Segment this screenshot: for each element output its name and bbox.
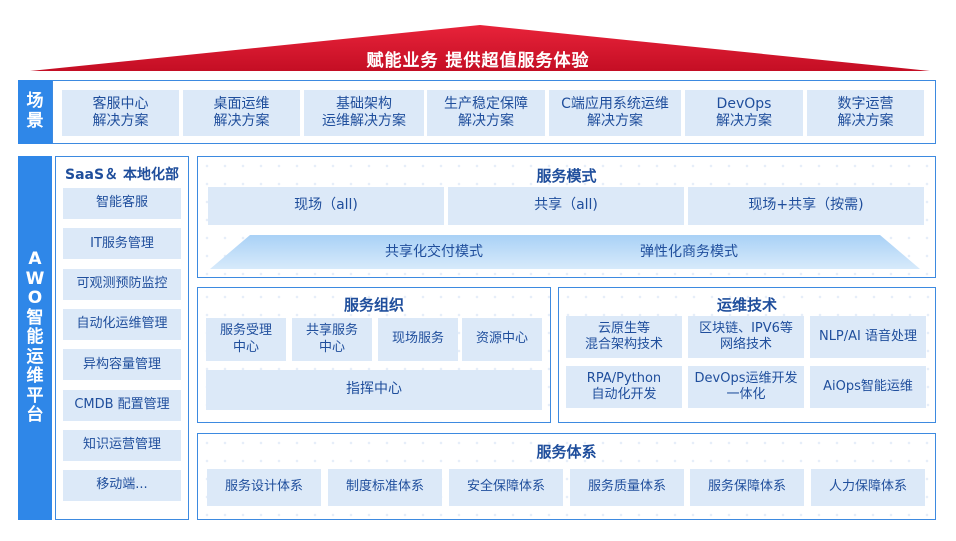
scene-item: C端应用系统运维解决方案 (549, 90, 681, 136)
scene-item: 基础架构运维解决方案 (304, 90, 424, 136)
service-system-item: 人力保障体系 (811, 469, 925, 506)
service-system-item: 服务质量体系 (570, 469, 684, 506)
command-center: 指挥中心 (206, 370, 542, 410)
service-system-item: 安全保障体系 (449, 469, 563, 506)
saas-item: 异构容量管理 (63, 349, 181, 381)
platform-label: A W O 智 能 运 维 平 台 (18, 156, 52, 520)
service-org-item: 服务受理中心 (206, 318, 286, 361)
ops-tech-item: 区块链、IPV6等网络技术 (688, 316, 804, 358)
scene-item: 数字运营解决方案 (807, 90, 924, 136)
service-mode-item: 现场（all) (208, 187, 444, 225)
saas-item: 自动化运维管理 (63, 308, 181, 340)
ops-tech-item: DevOps运维开发一体化 (688, 366, 804, 408)
scene-item: 生产稳定保障解决方案 (427, 90, 545, 136)
saas-item: IT服务管理 (63, 228, 181, 260)
roof-banner (30, 25, 930, 71)
roof-title: 赋能业务 提供超值服务体验 (366, 51, 590, 71)
ops-tech-item: 云原生等混合架构技术 (566, 316, 682, 358)
service-org-title: 服务组织 (343, 296, 404, 314)
service-mode-title: 服务模式 (536, 167, 597, 185)
service-system-title: 服务体系 (536, 443, 597, 461)
saas-item: 移动端... (63, 470, 181, 502)
saas-title: SaaS＆ 本地化部 (65, 167, 179, 183)
service-mode-item: 共享（all) (448, 187, 684, 225)
ops-tech-title: 运维技术 (716, 296, 777, 314)
ops-tech-item: AiOps智能运维 (810, 366, 926, 408)
elastic-business-text: 弹性化商务模式 (640, 244, 738, 260)
service-system-item: 制度标准体系 (328, 469, 442, 506)
shared-delivery-text: 共享化交付模式 (385, 244, 483, 260)
service-org-item: 共享服务中心 (292, 318, 372, 361)
service-org-item: 资源中心 (462, 318, 542, 361)
scene-label: 场 景 (18, 80, 52, 144)
scene-item: 客服中心解决方案 (62, 90, 179, 136)
delivery-mode-bar (210, 235, 920, 269)
saas-item: 智能客服 (63, 188, 181, 219)
saas-item: CMDB 配置管理 (63, 389, 181, 421)
service-system-item: 服务设计体系 (207, 469, 321, 506)
saas-item: 知识运营管理 (63, 429, 181, 461)
service-system-item: 服务保障体系 (690, 469, 804, 506)
service-mode-item: 现场+共享（按需) (688, 187, 924, 225)
scene-item: 桌面运维解决方案 (183, 90, 300, 136)
ops-tech-item: NLP/AI 语音处理 (810, 316, 926, 358)
service-org-item: 现场服务 (378, 318, 458, 361)
saas-item: 可观测预防监控 (63, 268, 181, 300)
